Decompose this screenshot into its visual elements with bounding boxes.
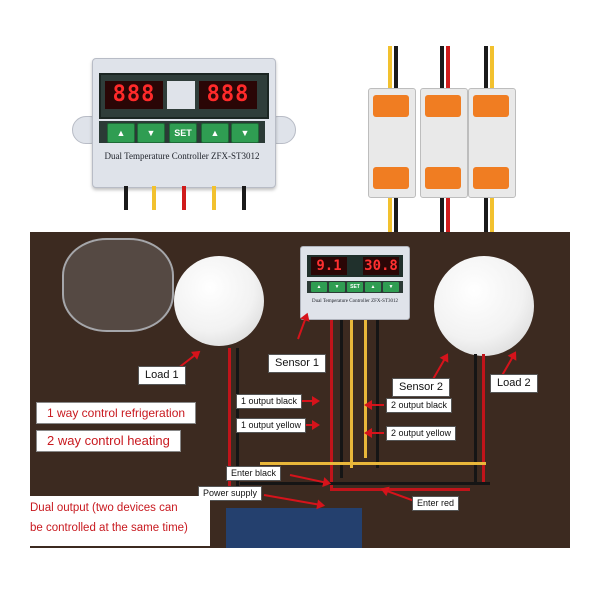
down-arrow-icon: ▼ [329, 282, 345, 292]
button-row: ▲ ▼ SET ▲ ▼ [99, 121, 265, 143]
label-load-1: Load 1 [138, 366, 186, 385]
down-arrow-icon: ▼ [383, 282, 399, 292]
wire [440, 198, 444, 232]
wire [260, 462, 486, 465]
wire [474, 354, 477, 484]
display-right: 30.8 [363, 257, 399, 275]
up-arrow-icon: ▲ [201, 123, 229, 143]
wire [124, 186, 128, 210]
wire [240, 482, 490, 485]
button-row: ▲ ▼ SET ▲ ▼ [307, 281, 403, 293]
label-power-supply: Power supply [198, 486, 263, 501]
label-enter-black: Enter black [226, 466, 282, 481]
wire [152, 186, 156, 210]
dual-output-line-1: Dual output (two devices can [30, 502, 178, 514]
wire [330, 488, 470, 491]
label-enter-red: Enter red [412, 496, 460, 511]
arrow-icon [366, 404, 384, 406]
controller-model-label: Dual Temperature Controller ZFX-ST3012 [104, 151, 260, 161]
up-arrow-icon: ▲ [311, 282, 327, 292]
arrow-icon [300, 396, 320, 406]
wire [490, 46, 494, 90]
up-arrow-icon: ▲ [107, 123, 135, 143]
display-left: 9.1 [311, 257, 347, 275]
label-1-output-black: 1 output black [236, 394, 303, 409]
controller-model-label: Dual Temperature Controller ZFX-ST3012 [311, 299, 399, 304]
bulb-load-1 [174, 256, 264, 346]
label-2-output-yellow: 2 output yellow [386, 426, 457, 441]
power-terminal-block [226, 508, 362, 548]
label-sensor-2: Sensor 2 [392, 378, 451, 397]
wire [388, 46, 392, 90]
display-right: 888 [199, 81, 257, 109]
label-mode-heating: 2 way control heating [36, 430, 181, 452]
wire [330, 318, 333, 488]
set-key: SET [169, 123, 197, 143]
wire [446, 46, 450, 90]
wire [484, 46, 488, 90]
wire [388, 198, 392, 232]
wire [446, 198, 450, 232]
display-panel: 9.1 30.8 [307, 255, 403, 277]
arrow-icon [366, 432, 384, 434]
wire [394, 198, 398, 232]
label-1-output-yellow: 1 output yellow [236, 418, 307, 433]
wire [394, 46, 398, 90]
wago-connector [368, 88, 416, 198]
set-key: SET [347, 282, 363, 292]
wire [242, 186, 246, 210]
display-divider [167, 81, 195, 109]
controller-housing: 888 888 ▲ ▼ SET ▲ ▼ Dual Temperature Con… [92, 58, 276, 188]
down-arrow-icon: ▼ [137, 123, 165, 143]
dual-output-line-2: be controlled at the same time) [30, 522, 188, 534]
wire [490, 198, 494, 232]
glass-jar [62, 238, 174, 332]
wire [228, 348, 231, 498]
wire [212, 186, 216, 210]
wire [376, 318, 379, 468]
wago-connector [420, 88, 468, 198]
label-sensor-1: Sensor 1 [268, 354, 327, 373]
bulb-load-2 [434, 256, 534, 356]
display-left: 888 [105, 81, 163, 109]
wire [484, 198, 488, 232]
controller-product-image: 888 888 ▲ ▼ SET ▲ ▼ Dual Temperature Con… [72, 58, 296, 210]
wire [350, 318, 353, 468]
wire [182, 186, 186, 210]
label-mode-refrigeration: 1 way control refrigeration [36, 402, 197, 424]
wago-connector [468, 88, 516, 198]
wiring-photo: 9.1 30.8 ▲ ▼ SET ▲ ▼ Dual Temperature Co… [30, 232, 570, 548]
controller-in-photo: 9.1 30.8 ▲ ▼ SET ▲ ▼ Dual Temperature Co… [300, 246, 410, 320]
wire [364, 318, 367, 458]
display-panel: 888 888 [99, 73, 269, 119]
wire [340, 318, 343, 478]
dual-output-note: Dual output (two devices can be controll… [24, 496, 210, 546]
label-load-2: Load 2 [490, 374, 538, 393]
arrow-icon [300, 420, 320, 430]
wire [482, 354, 485, 484]
up-arrow-icon: ▲ [365, 282, 381, 292]
label-2-output-black: 2 output black [386, 398, 453, 413]
down-arrow-icon: ▼ [231, 123, 259, 143]
lever-connectors-image [360, 46, 520, 236]
wire [440, 46, 444, 90]
